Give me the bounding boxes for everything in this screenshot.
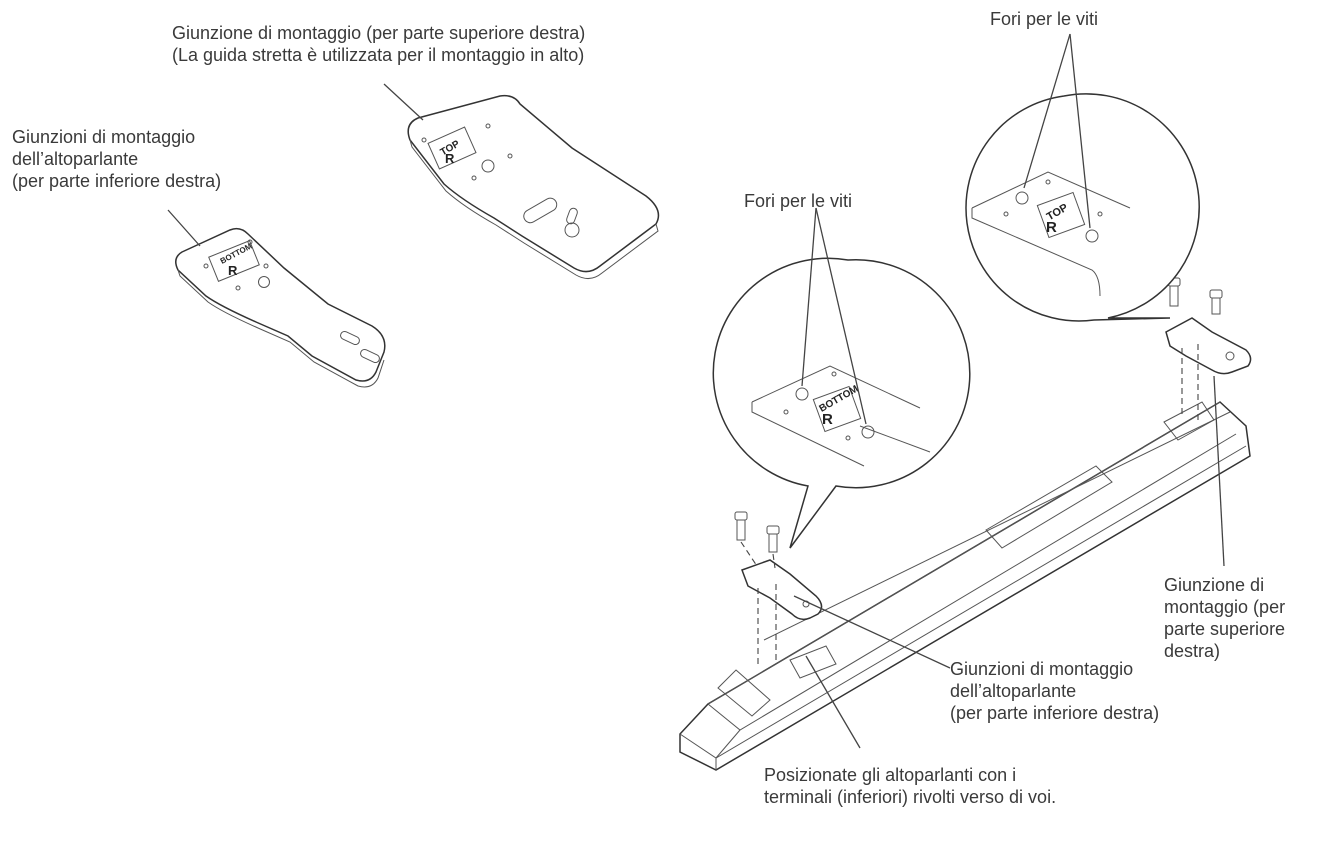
r-marking-zoom-top: R bbox=[1046, 219, 1057, 236]
label-line: Fori per le viti bbox=[744, 191, 853, 211]
label-line: terminali (inferiori) rivolti verso di v… bbox=[764, 787, 1057, 807]
label-line: dell’altoparlante bbox=[12, 149, 139, 169]
label-line: (La guida stretta è utilizzata per il mo… bbox=[172, 45, 585, 65]
label-line: Giunzione di montaggio (per parte superi… bbox=[172, 23, 586, 43]
r-marking-zoom-bottom: R bbox=[822, 411, 833, 428]
speaker-bar bbox=[679, 401, 1251, 771]
top-bracket-mounted-label: Giunzione di montaggio (per parte superi… bbox=[1164, 574, 1285, 662]
bottom-bracket-mounted-label: Giunzioni di montaggio dell’altoparlante… bbox=[950, 658, 1159, 724]
label-line: (per parte inferiore destra) bbox=[950, 703, 1160, 723]
positioning-note: Posizionate gli altoparlanti con i termi… bbox=[764, 764, 1056, 808]
top-bracket-detached: TOP R bbox=[383, 83, 660, 279]
label-line: Giunzioni di montaggio bbox=[12, 127, 196, 147]
top-bracket-mounted bbox=[1165, 277, 1252, 420]
label-line: Posizionate gli altoparlanti con i bbox=[764, 765, 1017, 785]
label-line: Fori per le viti bbox=[990, 9, 1099, 29]
label-line: dell’altoparlante bbox=[950, 681, 1077, 701]
screw-holes-bottom-label: Fori per le viti bbox=[744, 190, 852, 212]
bottom-bracket-mounted bbox=[734, 511, 823, 664]
label-line: Giunzioni di montaggio bbox=[950, 659, 1134, 679]
top-detail-callout: TOP R bbox=[965, 93, 1200, 322]
screw-holes-top-label: Fori per le viti bbox=[990, 8, 1098, 30]
r-marking-bottom: R bbox=[228, 263, 238, 278]
bottom-detail-callout: BOTTOM R bbox=[712, 257, 971, 549]
bottom-bracket-detached-label: Giunzioni di montaggio dell’altoparlante… bbox=[12, 126, 221, 192]
top-bracket-detached-label: Giunzione di montaggio (per parte superi… bbox=[172, 22, 585, 66]
label-line: parte superiore bbox=[1164, 619, 1286, 639]
leader-lines bbox=[793, 33, 1225, 749]
label-line: montaggio (per bbox=[1164, 597, 1286, 617]
label-line: Giunzione di bbox=[1164, 575, 1265, 595]
bottom-bracket-detached: BOTTOM R bbox=[167, 209, 386, 388]
label-line: (per parte inferiore destra) bbox=[12, 171, 222, 191]
label-line: destra) bbox=[1164, 641, 1221, 661]
r-marking: R bbox=[445, 151, 455, 166]
